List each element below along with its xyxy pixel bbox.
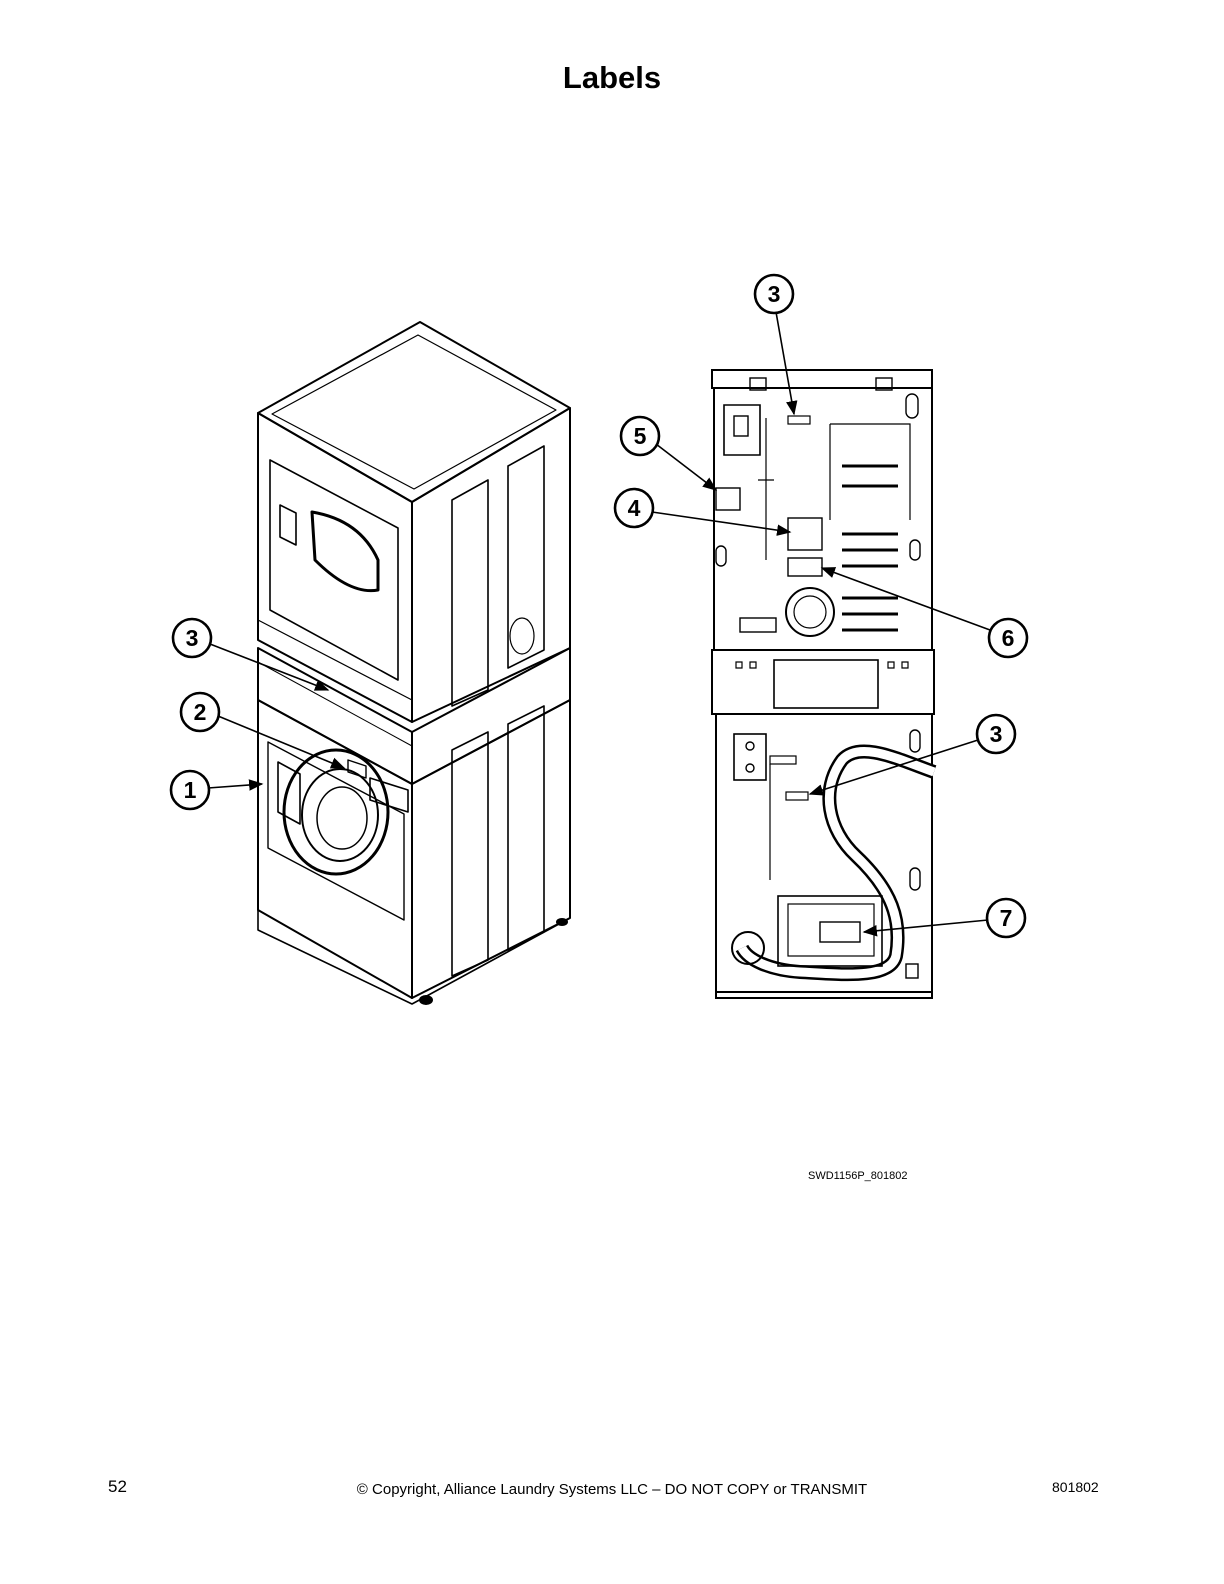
washer-control-panel (369, 777, 409, 813)
svg-text:7: 7 (1000, 905, 1013, 931)
leader-lines (207, 311, 991, 937)
rating-label (787, 415, 811, 425)
document-number: 801802 (1052, 1479, 1099, 1495)
front-view-unit (257, 321, 571, 1005)
callout-5: 5 (619, 415, 661, 457)
callout-1: 1 (169, 769, 211, 811)
washer-rear-panel (715, 713, 933, 993)
label-6-box (787, 557, 823, 577)
svg-text:1: 1 (184, 777, 197, 803)
svg-text:3: 3 (990, 721, 1003, 747)
label-5-box (715, 487, 741, 511)
label-4-box (787, 517, 823, 551)
dryer-rear-panel (713, 387, 933, 651)
page-title: Labels (562, 60, 662, 95)
svg-text:2: 2 (194, 699, 207, 725)
callout-7: 7 (985, 897, 1027, 939)
dryer-door-window (310, 510, 380, 593)
callout-2: 2 (179, 691, 221, 733)
washer-door-ring (282, 748, 390, 876)
svg-text:3: 3 (768, 281, 781, 307)
dryer-top-panel (257, 321, 571, 503)
page-number: 52 (108, 1477, 127, 1496)
figure-id: SWD1156P_801802 (808, 1170, 908, 1182)
washer-side-face (411, 699, 571, 999)
copyright-notice: © Copyright, Alliance Laundry Systems LL… (356, 1481, 868, 1498)
callout-4: 4 (613, 487, 655, 529)
washer-label-3-box (785, 791, 809, 801)
svg-text:5: 5 (634, 423, 647, 449)
callout-3-rear-lower: 3 (975, 713, 1017, 755)
svg-text:6: 6 (1002, 625, 1015, 651)
svg-text:4: 4 (628, 495, 641, 521)
dryer-rear-top-cap (711, 369, 933, 389)
callout-3-top: 3 (753, 273, 795, 315)
callout-6: 6 (987, 617, 1029, 659)
label-7-box (819, 921, 861, 943)
washer-front-face (257, 699, 413, 999)
svg-text:3: 3 (186, 625, 199, 651)
rear-view-unit (711, 369, 937, 999)
callout-3-front: 3 (171, 617, 213, 659)
